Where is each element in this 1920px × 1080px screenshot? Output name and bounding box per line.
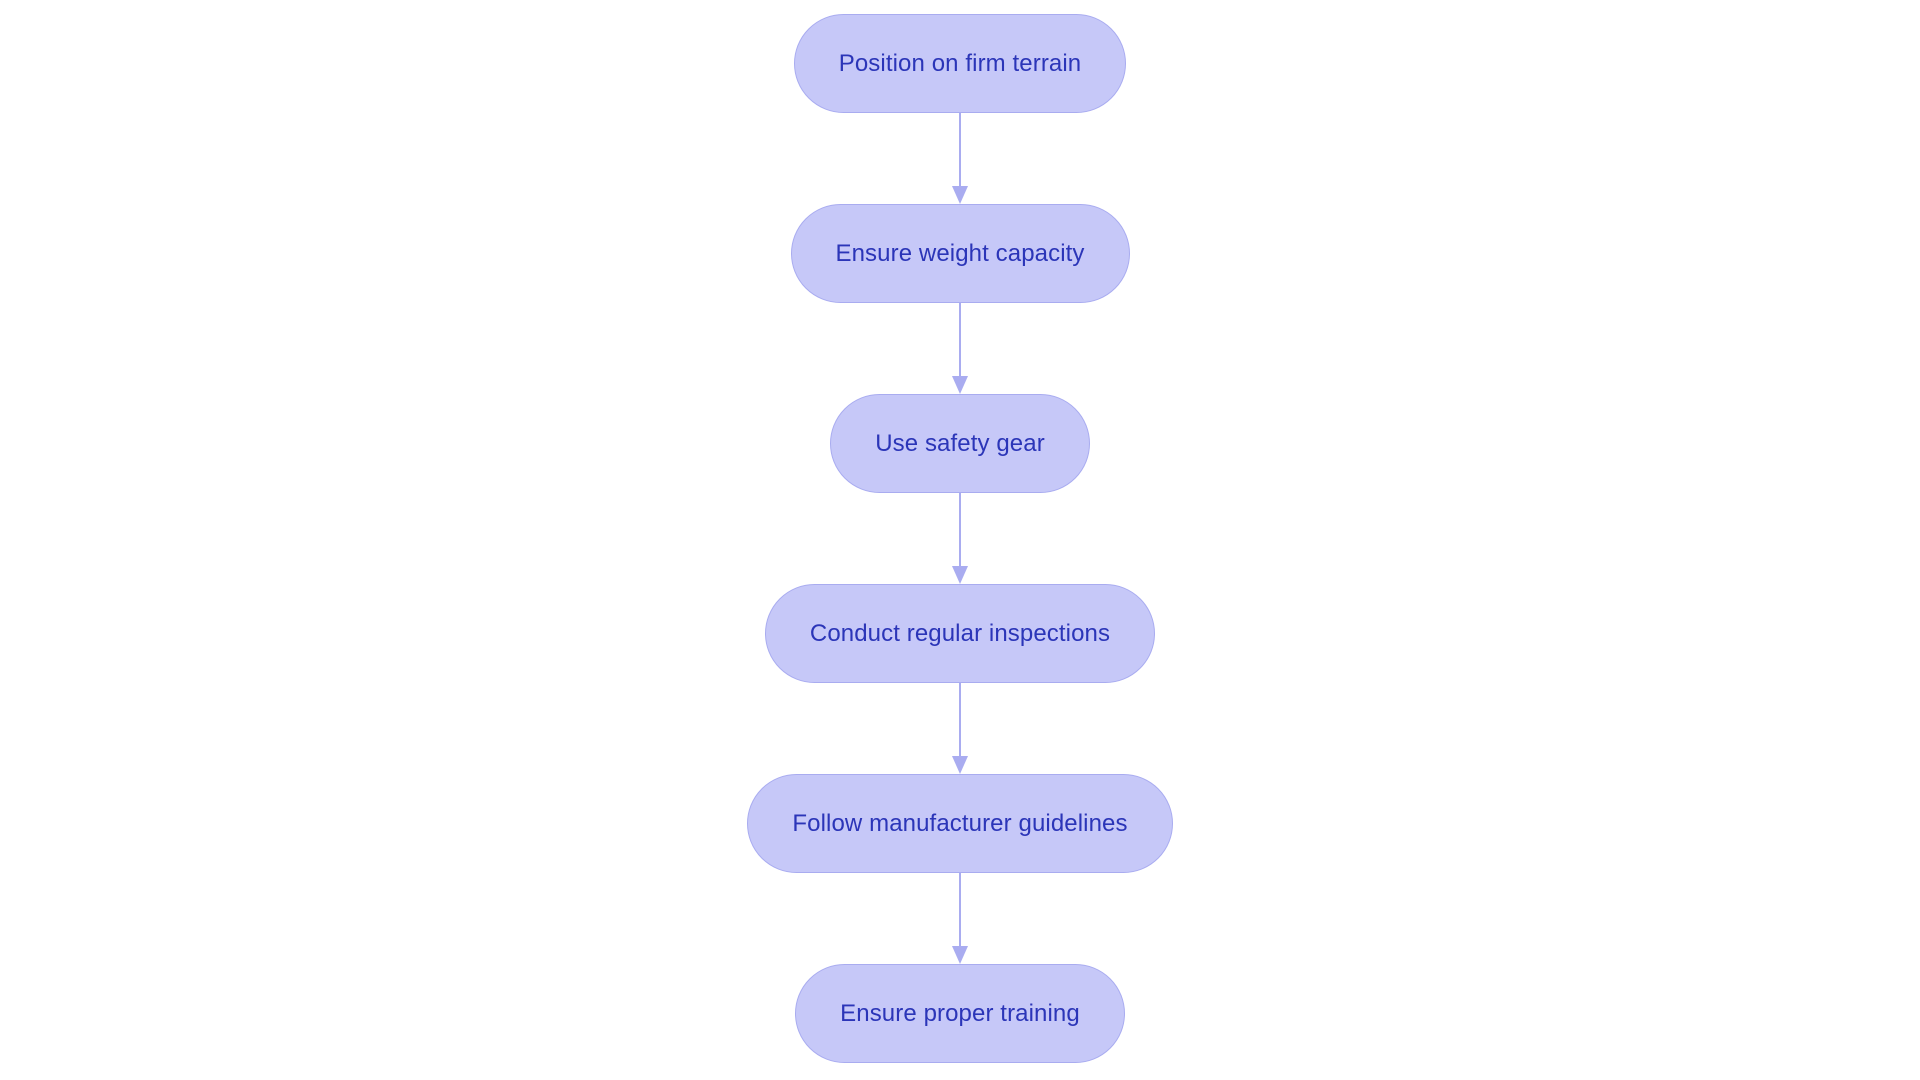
connector-line bbox=[959, 113, 961, 187]
flow-connector-3 bbox=[950, 493, 970, 584]
flow-connector-4 bbox=[950, 683, 970, 774]
flow-node-use-safety-gear[interactable]: Use safety gear bbox=[830, 394, 1090, 493]
flow-node-label: Position on firm terrain bbox=[838, 49, 1082, 77]
flow-node-ensure-proper-training[interactable]: Ensure proper training bbox=[795, 964, 1125, 1063]
flow-node-label: Follow manufacturer guidelines bbox=[792, 809, 1128, 837]
flow-connector-2 bbox=[950, 303, 970, 394]
flow-node-conduct-regular-inspections[interactable]: Conduct regular inspections bbox=[764, 584, 1156, 683]
flow-connector-5 bbox=[950, 873, 970, 964]
arrow-down-icon bbox=[952, 376, 968, 394]
arrow-down-icon bbox=[952, 566, 968, 584]
arrow-down-icon bbox=[952, 756, 968, 774]
arrow-down-icon bbox=[952, 186, 968, 204]
flow-node-label: Conduct regular inspections bbox=[809, 619, 1111, 647]
connector-line bbox=[959, 493, 961, 567]
flow-node-label: Ensure proper training bbox=[840, 999, 1080, 1027]
flow-node-ensure-weight-capacity[interactable]: Ensure weight capacity bbox=[790, 204, 1130, 303]
connector-line bbox=[959, 303, 961, 377]
connector-line bbox=[959, 683, 961, 757]
flow-node-follow-manufacturer-guidelines[interactable]: Follow manufacturer guidelines bbox=[747, 774, 1173, 873]
flow-node-label: Ensure weight capacity bbox=[835, 239, 1085, 267]
flow-connector-1 bbox=[950, 113, 970, 204]
flow-node-label: Use safety gear bbox=[875, 429, 1045, 457]
arrow-down-icon bbox=[952, 946, 968, 964]
connector-line bbox=[959, 873, 961, 947]
flow-node-position-on-firm-terrain[interactable]: Position on firm terrain bbox=[793, 14, 1127, 113]
